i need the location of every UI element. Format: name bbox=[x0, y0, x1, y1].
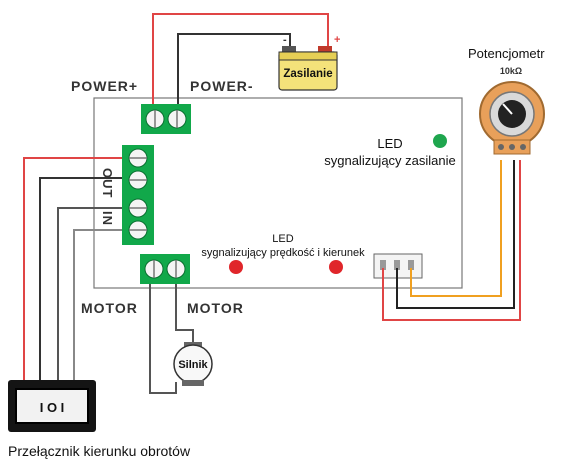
power-terminal bbox=[141, 104, 191, 134]
power-minus-wire bbox=[177, 33, 291, 112]
out-wire-1 bbox=[23, 157, 126, 382]
battery-plus-sign: + bbox=[334, 34, 340, 46]
led-power-label-2: sygnalizujący zasilanie bbox=[324, 153, 456, 168]
motor-label-right: MOTOR bbox=[187, 300, 244, 316]
potentiometer-label: Potencjometr bbox=[468, 46, 545, 61]
motor-wire-2 bbox=[175, 270, 194, 346]
led-speed-label-1: LED bbox=[272, 233, 293, 245]
led-power-label-1: LED bbox=[377, 136, 402, 151]
in-wire-1 bbox=[57, 207, 126, 382]
battery: Zasilanie + - bbox=[278, 34, 340, 91]
power-minus-label: POWER- bbox=[190, 78, 254, 94]
motor-label-left: MOTOR bbox=[81, 300, 138, 316]
led-speed-left bbox=[229, 260, 243, 274]
motor: Silnik bbox=[173, 342, 213, 386]
motor-wire-1 bbox=[149, 270, 177, 394]
led-power bbox=[433, 134, 447, 148]
direction-switch: I O I bbox=[8, 380, 96, 432]
switch-label: Przełącznik kierunku obrotów bbox=[8, 443, 191, 459]
power-plus-wire bbox=[152, 13, 329, 112]
battery-label: Zasilanie bbox=[283, 68, 332, 80]
battery-minus-sign: - bbox=[283, 34, 287, 46]
out-wire-2 bbox=[39, 177, 126, 382]
pot-wire-red bbox=[382, 160, 521, 321]
pot-wire-black bbox=[396, 160, 515, 309]
power-plus-label: POWER+ bbox=[71, 78, 138, 94]
switch-terminal bbox=[122, 145, 154, 245]
led-speed-right bbox=[329, 260, 343, 274]
out-label: OUT bbox=[100, 168, 115, 198]
potentiometer bbox=[479, 81, 545, 155]
in-label: IN bbox=[100, 211, 115, 226]
potentiometer-value: 10kΩ bbox=[500, 66, 522, 76]
pot-wire-orange bbox=[410, 160, 502, 297]
motor-terminal bbox=[140, 254, 190, 284]
switch-symbols: I O I bbox=[40, 400, 65, 415]
in-wire-2 bbox=[73, 229, 126, 382]
led-speed-label-2: sygnalizujący prędkość i kierunek bbox=[201, 247, 365, 259]
motor-text: Silnik bbox=[178, 359, 208, 371]
